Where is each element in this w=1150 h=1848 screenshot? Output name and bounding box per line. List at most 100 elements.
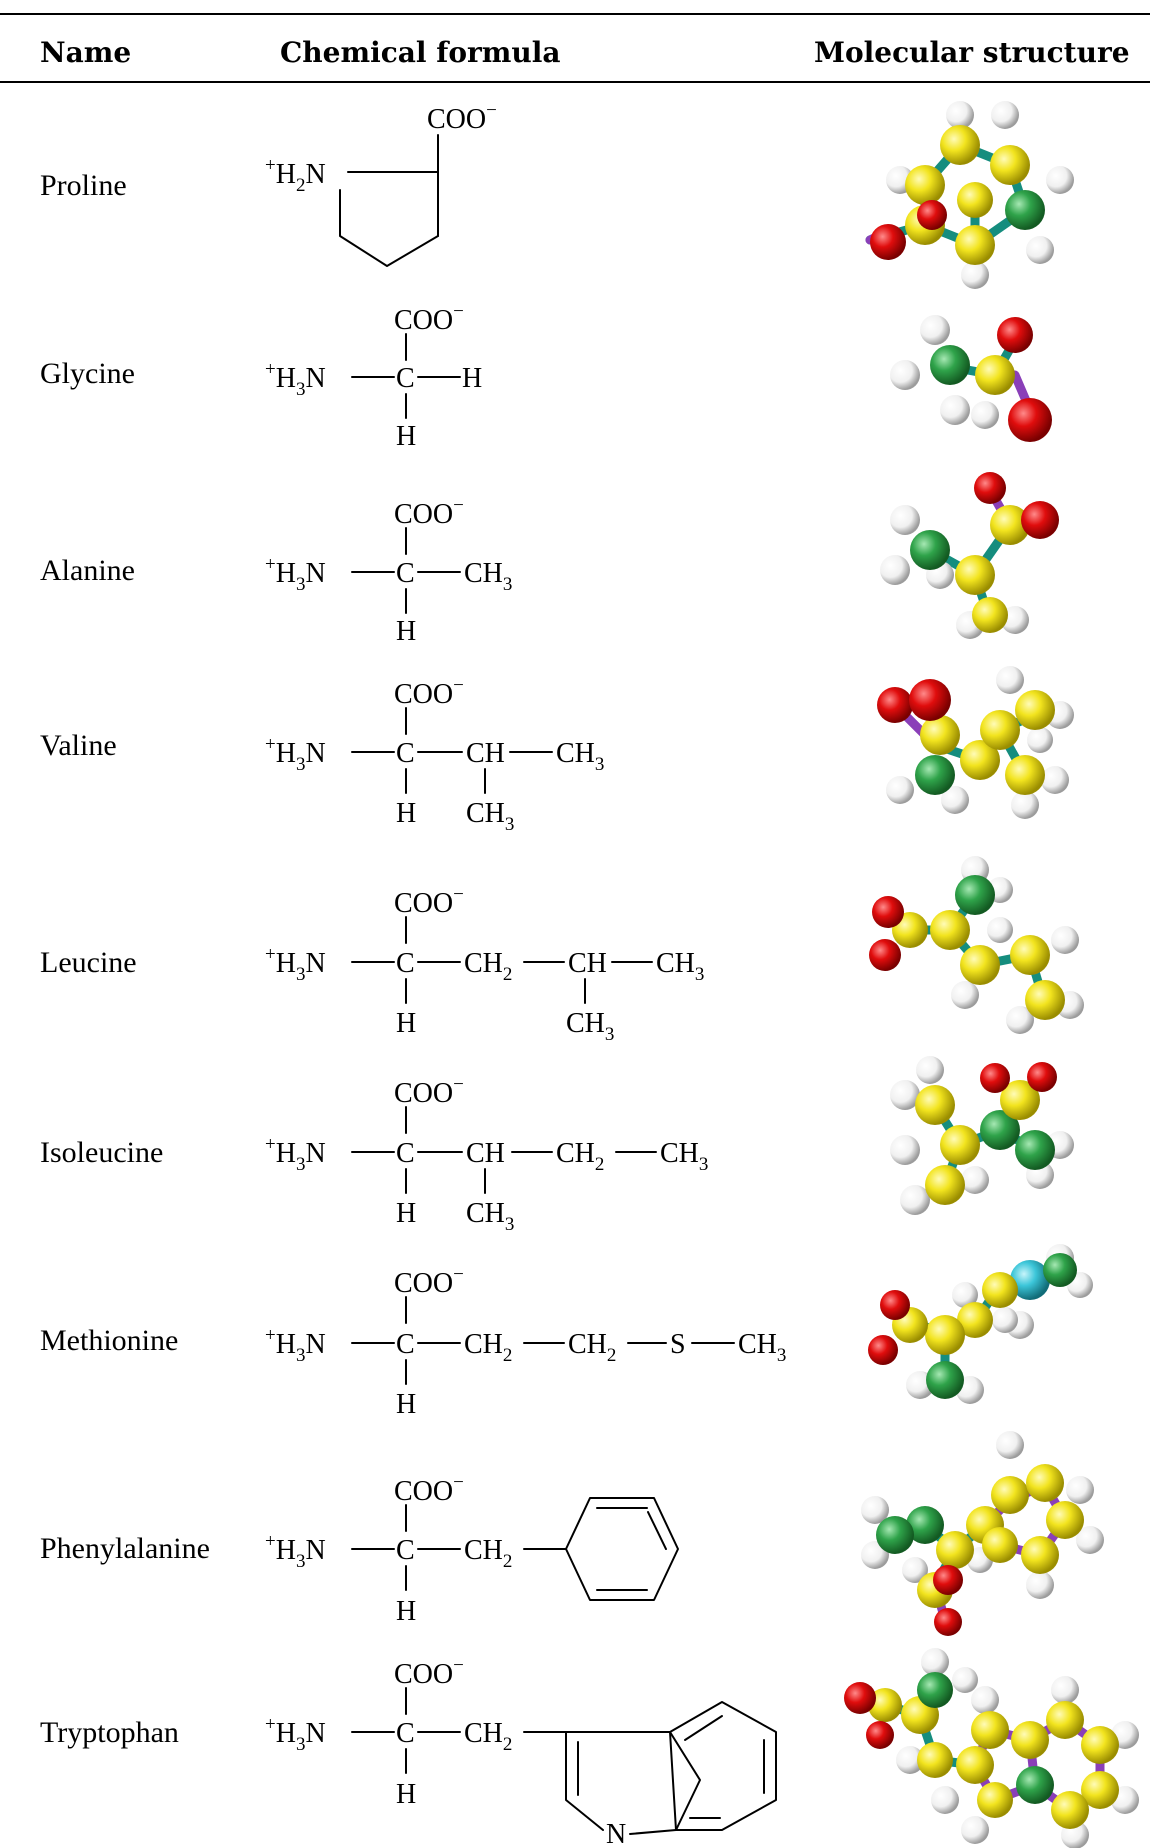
atom-ball (905, 165, 945, 205)
name-isoleucine: Isoleucine (40, 1136, 163, 1169)
amine-group: +H2N (265, 155, 326, 196)
atom-ball (1015, 1130, 1055, 1170)
atom-ball (934, 1608, 962, 1636)
atom-ball (982, 1527, 1018, 1563)
atom-ball (1026, 1464, 1064, 1502)
model-tryptophan (844, 1648, 1139, 1848)
atom-ball (992, 1307, 1018, 1333)
atom-ball (1046, 1501, 1084, 1539)
name-alanine: Alanine (40, 554, 135, 587)
atom-ball (890, 505, 920, 535)
h-bottom: H (396, 421, 416, 452)
atom-ball (1041, 766, 1069, 794)
alpha-carbon: C (396, 1138, 415, 1169)
side-ch: CH (466, 1138, 505, 1169)
atom-ball (890, 1080, 920, 1110)
atom-ball (909, 679, 951, 721)
atom-ball (987, 917, 1013, 943)
formula-isoleucine: COO− +H3N C CH CH2 CH3 H CH3 (265, 1074, 708, 1235)
atom-ball (890, 360, 920, 390)
atom-ball (957, 1302, 993, 1338)
name-methionine: Methionine (40, 1324, 178, 1357)
formula-glycine: COO− +H3N C H H (265, 301, 482, 452)
coo-group: COO− (394, 675, 464, 710)
atom-ball (1043, 1253, 1077, 1287)
atom-ball (1000, 1080, 1040, 1120)
atom-ball (1011, 1721, 1049, 1759)
atom-ball (977, 1782, 1013, 1818)
coo-group: COO− (394, 1472, 464, 1507)
atom-ball (1027, 727, 1053, 753)
atom-ball (870, 224, 906, 260)
atom-ball (1026, 236, 1054, 264)
atom-ball (991, 101, 1019, 129)
side-ch2: CH2 (464, 1718, 512, 1755)
atom-ball (936, 1531, 974, 1569)
formula-valine: COO− +H3N C CH CH3 H CH3 (265, 675, 604, 835)
formula-alanine: COO− +H3N C CH3 H (265, 495, 512, 647)
coo-group: COO− (394, 301, 464, 336)
name-phenylalanine: Phenylalanine (40, 1532, 210, 1565)
h-bottom: H (396, 1008, 416, 1039)
atom-ball (920, 715, 960, 755)
name-valine: Valine (40, 729, 117, 762)
side-ch2: CH2 (464, 948, 512, 985)
atom-ball (1066, 1476, 1094, 1504)
atom-ball (946, 101, 974, 129)
side-ch3: CH3 (660, 1138, 708, 1175)
atom-ball (1051, 926, 1079, 954)
atom-ball (902, 1557, 928, 1583)
atom-ball (926, 1361, 964, 1399)
amine-group: +H3N (265, 1325, 326, 1366)
formula-methionine: COO− +H3N C CH2 CH2 S CH3 H (265, 1264, 786, 1420)
atom-ball (971, 401, 999, 429)
header-name: Name (40, 36, 131, 69)
atom-ball (868, 1335, 898, 1365)
ring-bond (339, 189, 439, 267)
atom-ball (982, 1272, 1018, 1308)
atom-ball (1051, 1791, 1089, 1829)
atom-ball (1081, 1726, 1119, 1764)
atom-ball (957, 182, 993, 218)
atom-ball (1021, 1536, 1059, 1574)
atom-ball (1076, 1526, 1104, 1554)
pyrrole-ring (565, 1731, 701, 1831)
coo-group: COO− (394, 1264, 464, 1299)
atom-ball (900, 1185, 930, 1215)
atom-ball (940, 1125, 980, 1165)
model-methionine (868, 1244, 1093, 1404)
side-ch: CH (568, 948, 607, 979)
atom-ball (861, 1496, 889, 1524)
atom-ball (917, 1672, 953, 1708)
amine-group: +H3N (265, 1714, 326, 1755)
side-group: H (462, 363, 482, 394)
atom-ball (890, 1135, 920, 1165)
atom-ball (872, 896, 904, 928)
atom-ball (931, 1786, 959, 1814)
amine-group: +H3N (265, 1134, 326, 1175)
amine-group: +H3N (265, 1531, 326, 1572)
side-ch2: CH2 (464, 1329, 512, 1366)
atom-ball (955, 875, 995, 915)
atom-ball (961, 1166, 989, 1194)
atom-ball (844, 1682, 876, 1714)
atom-ball (880, 555, 910, 585)
amine-group: +H3N (265, 359, 326, 400)
atom-ball (975, 355, 1015, 395)
name-glycine: Glycine (40, 357, 135, 390)
side-ch2: CH2 (556, 1138, 604, 1175)
atom-ball (990, 145, 1030, 185)
amine-group: +H3N (265, 554, 326, 595)
atom-ball (972, 597, 1008, 633)
atom-ball (997, 317, 1033, 353)
atom-ball (971, 1711, 1009, 1749)
atom-ball (1015, 690, 1055, 730)
amine-group: +H3N (265, 944, 326, 985)
ring-double-bond (684, 1715, 723, 1741)
atom-ball (1005, 755, 1045, 795)
atom-ball (1016, 1766, 1054, 1804)
atom-ball (940, 125, 980, 165)
atom-ball (952, 1667, 978, 1693)
atom-ball (869, 939, 901, 971)
atom-ball (1001, 606, 1029, 634)
